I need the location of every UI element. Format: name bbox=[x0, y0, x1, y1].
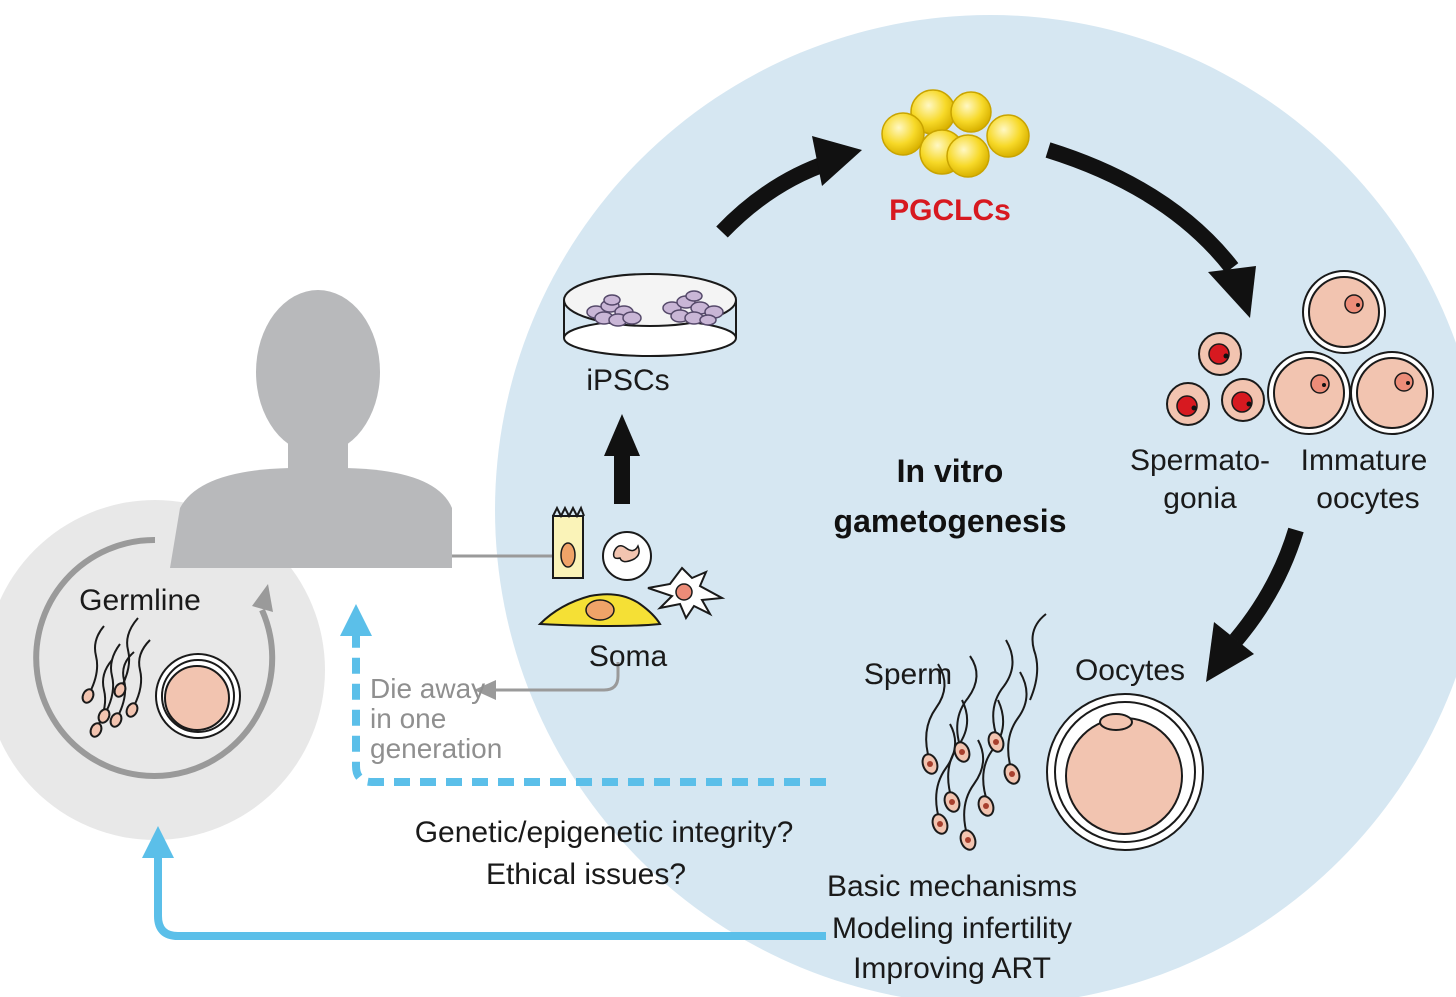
dashed-blue-arrow bbox=[340, 604, 826, 786]
question-line2: Ethical issues? bbox=[486, 858, 686, 891]
germline-sperm-icon bbox=[81, 617, 151, 738]
arrow-pgclcs-to-immature bbox=[1045, 142, 1256, 318]
center-title-line1: In vitro bbox=[897, 453, 1004, 489]
solid-blue-arrow bbox=[142, 826, 826, 940]
immature-oocytes-icon bbox=[1267, 270, 1434, 435]
ivg-oocyte-icon bbox=[1046, 693, 1204, 851]
arrow-soma-to-ipscs bbox=[604, 414, 640, 504]
spermatogonia-icon bbox=[1166, 332, 1265, 426]
ipscs-dish-icon bbox=[563, 273, 737, 357]
germline-cycle-arrow bbox=[33, 536, 276, 779]
germline-circle bbox=[0, 500, 325, 840]
soma-label: Soma bbox=[589, 640, 668, 673]
immature-label-line1: Immature bbox=[1301, 444, 1428, 477]
immature-label-line2: oocytes bbox=[1316, 482, 1419, 515]
die-away-arrowhead bbox=[474, 680, 496, 700]
person-silhouette bbox=[170, 290, 452, 568]
germline-oocyte-icon bbox=[155, 653, 241, 739]
soma-connector-lines bbox=[452, 554, 620, 692]
application-line1: Basic mechanisms bbox=[827, 870, 1077, 903]
question-line1: Genetic/epigenetic integrity? bbox=[415, 816, 794, 849]
die-away-line2: in one bbox=[370, 703, 446, 734]
pgclcs-label: PGCLCs bbox=[889, 194, 1011, 227]
spermatogonia-label-line1: Spermato- bbox=[1130, 444, 1270, 477]
pgclcs-cluster-icon bbox=[881, 89, 1030, 178]
arrow-ipscs-to-pgclcs bbox=[716, 136, 862, 238]
die-away-line3: generation bbox=[370, 733, 502, 764]
oocytes-label: Oocytes bbox=[1075, 654, 1185, 687]
arrow-immature-to-oocytes bbox=[1206, 527, 1304, 682]
soma-cells-icon bbox=[537, 505, 726, 627]
die-away-line1: Die away bbox=[370, 673, 485, 704]
center-title-line2: gametogenesis bbox=[834, 503, 1067, 539]
application-line2: Modeling infertility bbox=[832, 912, 1072, 945]
application-line3: Improving ART bbox=[853, 952, 1051, 985]
germline-label: Germline bbox=[79, 584, 201, 617]
ipscs-label: iPSCs bbox=[586, 364, 669, 397]
sperm-label: Sperm bbox=[864, 658, 952, 691]
spermatogonia-label-line2: gonia bbox=[1163, 482, 1237, 515]
ivg-sperm-icon bbox=[921, 613, 1047, 851]
